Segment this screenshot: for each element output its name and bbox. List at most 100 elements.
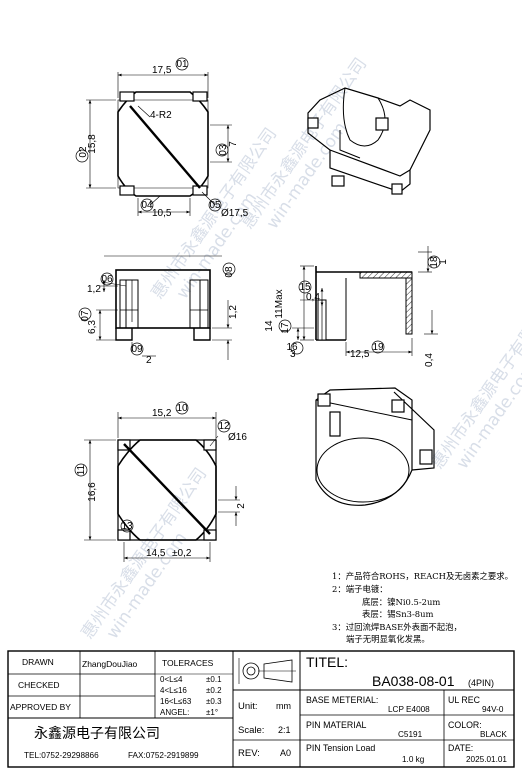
company-fax: FAX:0752-2919899 — [128, 751, 199, 760]
balloon-12: 12 — [218, 421, 230, 432]
note-3a: 端子无明显氧化发黑。 — [346, 634, 430, 644]
section-bottom-label: 0,4 — [424, 353, 435, 367]
company-tel: TEL:0752-29298866 — [24, 751, 99, 760]
balloon-09: 09 — [131, 344, 143, 355]
section-height-label: 11Max — [274, 289, 285, 318]
base-material-value: LCP E4008 — [388, 705, 430, 714]
scale-value: 2:1 — [278, 725, 291, 735]
company-name: 永鑫源电子有限公司 — [34, 725, 160, 741]
pin-tension-label: PIN Tension Load — [306, 743, 375, 753]
note-2: 2：端子电镀： — [332, 584, 388, 594]
base-material-label: BASE METERIAL: — [306, 695, 378, 705]
bottom-width-label: 15,2 — [152, 408, 172, 419]
part-number: BA038-08-01 — [372, 673, 455, 689]
balloon-15: 15 — [299, 282, 311, 293]
isometric-top-view — [307, 87, 431, 195]
bottom-diameter-label: Ø16 — [228, 432, 247, 443]
balloon-02: 02 — [78, 146, 89, 158]
balloon-13: 13 — [121, 521, 133, 532]
top-diag — [129, 105, 201, 189]
top-pin-br — [192, 185, 208, 196]
top-pin-gap-label: 10,5 — [152, 208, 172, 219]
top-pin-tl — [119, 91, 135, 102]
balloon-01: 01 — [176, 59, 188, 70]
bottom-pin-gap-label: 14,5 — [146, 548, 166, 559]
balloon-18: 18 — [429, 256, 440, 268]
section-wall-label: 0,4 — [306, 292, 320, 303]
balloon-03: 03 — [218, 144, 229, 156]
color-value: BLACK — [480, 730, 507, 739]
bottom-tab-label: 2 — [236, 503, 247, 509]
top-radius-label: 4-R2 — [150, 110, 172, 121]
approved-label: APPROVED BY — [10, 702, 71, 712]
pin-material-label: PIN MATERIAL — [306, 720, 367, 730]
scale-label: Scale: — [238, 725, 264, 736]
checked-label: CHECKED — [18, 680, 60, 690]
tol-value-4: ±1° — [206, 708, 218, 717]
bottom-pin-tol-label: ±0,2 — [172, 548, 192, 559]
top-view — [75, 57, 232, 216]
ul-label: UL REC — [448, 695, 481, 705]
top-width-label: 17,5 — [152, 65, 172, 76]
front-height-label: 6,3 — [87, 320, 98, 334]
tol-value-3: ±0.3 — [206, 697, 222, 706]
note-1: 1：产品符合ROHS，REACH及无卤素之要求。 — [332, 571, 513, 581]
pin-material-value: C5191 — [398, 730, 423, 739]
tol-range-2: 4<L≤16 — [160, 686, 187, 695]
part-suffix: (4PIN) — [468, 678, 494, 688]
balloon-11: 11 — [76, 464, 87, 475]
front-pin-height-label: 1,2 — [228, 305, 239, 319]
date-label: DATE: — [448, 743, 473, 753]
top-tab-label: 7 — [228, 141, 239, 147]
tol-value-1: ±0.1 — [206, 675, 222, 684]
balloon-16: 16 — [286, 342, 298, 353]
balloon-05: 05 — [209, 200, 221, 211]
date-value: 2025.01.01 — [466, 755, 507, 764]
balloon-07: 07 — [80, 310, 91, 322]
section-left-label: 14 — [264, 320, 275, 332]
drawn-value: ZhangDouJiao — [82, 659, 138, 669]
section-view — [278, 246, 441, 356]
balloon-08: 08 — [224, 266, 235, 278]
front-view — [78, 255, 236, 360]
note-2a: 底层：镍Ni0.5-2um — [362, 597, 440, 607]
unit-value: mm — [276, 701, 291, 711]
balloon-17: 17 — [280, 322, 291, 334]
section-base-label: 3 — [290, 349, 296, 360]
notes: 1：产品符合ROHS，REACH及无卤素之要求。 2：端子电镀： 底层：镍Ni0… — [332, 571, 513, 644]
ul-value: 94V-0 — [482, 705, 504, 714]
color-label: COLOR: — [448, 720, 482, 730]
watermark: 惠州市永鑫源电子有限公司 win-made.com 惠州市永鑫源电子有限公司 w… — [78, 54, 522, 643]
isometric-bottom-view — [315, 387, 435, 506]
front-pin-offset-label: 1,2 — [87, 284, 101, 295]
front-pin-width-label: 2 — [146, 355, 152, 366]
title-block — [7, 650, 515, 768]
section-top-label: 1 — [438, 259, 449, 265]
bottom-view — [74, 401, 240, 562]
note-3: 3：过回流焊BASE外表面不起泡， — [332, 622, 462, 632]
front-body — [115, 269, 211, 329]
top-pin-tr — [192, 91, 208, 102]
titel-label: TITEL: — [306, 654, 348, 670]
bottom-view-body — [117, 439, 217, 541]
rev-value: A0 — [280, 748, 291, 758]
balloon-06: 06 — [101, 274, 113, 285]
tol-range-1: 0<L≤4 — [160, 675, 183, 684]
balloon-04: 04 — [141, 200, 153, 211]
rev-label: REV: — [238, 748, 260, 759]
tolerances-label: TOLERACES — [162, 658, 214, 668]
section-depth-label: 12,5 — [350, 349, 370, 360]
balloon-19: 19 — [372, 342, 384, 353]
balloon-10: 10 — [176, 403, 188, 414]
tol-range-4: ANGEL: — [160, 708, 189, 717]
top-pin-bl — [119, 185, 135, 196]
tol-value-2: ±0.2 — [206, 686, 222, 695]
bottom-height-label: 16,6 — [87, 482, 98, 502]
pin-tension-value: 1.0 kg — [402, 755, 425, 764]
note-2b: 表层：锡Sn3-8um — [362, 609, 434, 619]
tol-range-3: 16<L≤63 — [160, 697, 192, 706]
top-view-body — [117, 91, 209, 197]
unit-label: Unit: — [238, 701, 258, 712]
top-diameter-label: Ø17,5 — [221, 208, 249, 219]
